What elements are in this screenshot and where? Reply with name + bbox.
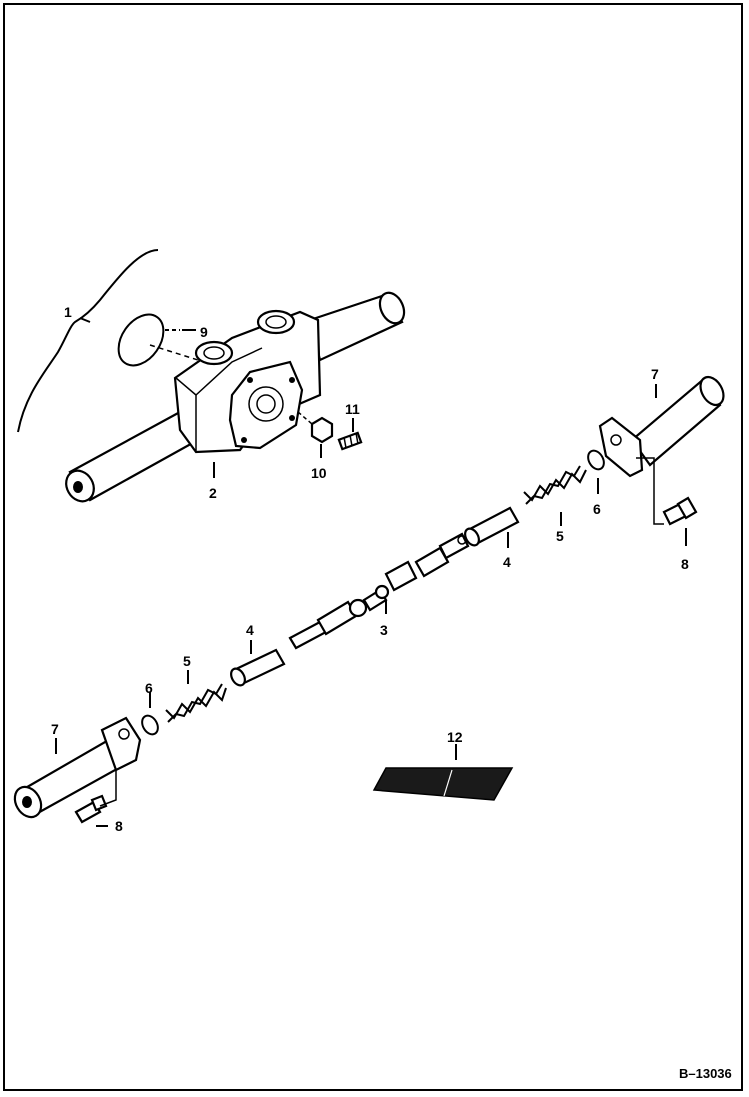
end-cap-7-left [13, 716, 142, 819]
callout-4-right: 4 [503, 554, 511, 570]
callout-7-right: 7 [651, 366, 659, 382]
figure-reference: B–13036 [679, 1066, 732, 1081]
callout-6-right: 6 [593, 501, 601, 517]
o-ring-6-left [141, 714, 159, 736]
callout-12: 12 [447, 729, 463, 745]
o-ring-6-right [587, 449, 605, 471]
callout-8-left: 8 [115, 818, 123, 834]
leader-lines [55, 317, 687, 827]
spool-3 [288, 532, 470, 650]
callout-10: 10 [311, 465, 327, 481]
setscrew-11 [337, 431, 363, 451]
callout-11: 11 [345, 401, 360, 417]
callout-5-right: 5 [556, 528, 564, 544]
callout-8-right: 8 [681, 556, 689, 572]
callout-2: 2 [209, 485, 217, 501]
diagram-frame [3, 3, 743, 1091]
callout-1: 1 [64, 304, 72, 320]
end-cap-7-right [598, 375, 725, 478]
valve-body-assembly [65, 291, 406, 503]
o-ring-9 [117, 313, 165, 367]
capscrew-8-right [662, 496, 698, 526]
spring-5-right [523, 465, 587, 505]
sleeve-4-right [464, 506, 520, 547]
callout-6-left: 6 [145, 680, 153, 696]
assembly-bracket [17, 249, 159, 433]
callout-5-left: 5 [183, 653, 191, 669]
capscrew-8-left [74, 794, 108, 824]
callout-3: 3 [380, 622, 388, 638]
callout-9: 9 [200, 324, 208, 340]
callout-4-left: 4 [246, 622, 254, 638]
callout-7-left: 7 [51, 721, 59, 737]
plug-10 [310, 416, 334, 444]
decal-12 [372, 767, 514, 801]
sleeve-4-left [230, 648, 286, 687]
spring-5-left [165, 683, 227, 723]
